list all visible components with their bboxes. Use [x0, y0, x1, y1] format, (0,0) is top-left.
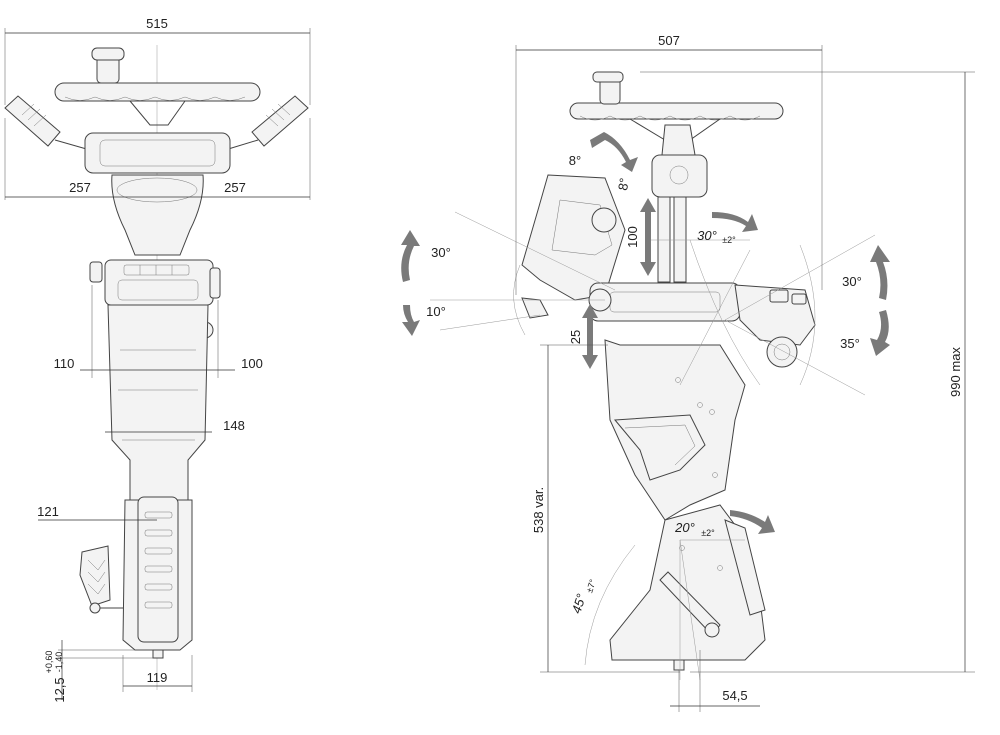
dim-side-overall-width: 507	[658, 33, 680, 48]
side-tilt-head	[521, 174, 626, 319]
dim-side-max-height: 990 max	[948, 347, 963, 397]
dim-front-left-offset: 110	[54, 356, 75, 371]
dim-front-base-tol-lower: -1,40	[54, 652, 64, 673]
dim-front-base-tol-upper: +0,60	[44, 651, 54, 674]
arrow-right-down	[870, 310, 890, 356]
side-base-foot	[673, 659, 685, 671]
angle-wheel: 30°	[697, 228, 717, 243]
angle-top-b: 8°	[615, 177, 632, 192]
dim-front-base-height: 12,5	[52, 677, 67, 702]
arrow-left-down	[402, 305, 420, 336]
front-column	[107, 304, 209, 501]
angle-right-down: 35°	[840, 336, 860, 351]
side-column	[604, 339, 746, 521]
arrow-top-rotate	[590, 132, 638, 172]
arrow-right-up	[870, 245, 890, 300]
front-dimensions: 515 257 257 110 100 148 121 119 12	[4, 16, 311, 703]
angle-top-a: 8°	[569, 153, 581, 168]
side-telescope-right	[673, 196, 687, 283]
angle-pedal-tol: ±7°	[584, 578, 598, 594]
side-view: 507 990 max 538 var. 100 25 54,5 8° 8° 3…	[401, 33, 975, 712]
angle-tilt-up: 30°	[431, 245, 451, 260]
angle-column-tol: ±2°	[701, 528, 715, 538]
dim-front-left-half: 257	[69, 180, 91, 195]
front-joystick-left	[4, 95, 91, 151]
arrow-column-tilt	[730, 510, 775, 534]
dim-front-overall-width: 515	[146, 16, 168, 31]
dim-front-right-offset: 100	[241, 356, 263, 371]
dim-side-column-height: 538 var.	[531, 487, 546, 533]
angle-wheel-tol: ±2°	[722, 235, 736, 245]
angle-pedal: 45°	[569, 592, 589, 615]
arrow-left-up	[401, 230, 420, 282]
side-dimensions: 507 990 max 538 var. 100 25 54,5 8° 8° 3…	[426, 33, 975, 712]
front-base-foot	[152, 649, 164, 659]
front-upper-control-box	[84, 132, 231, 174]
arrow-wheel-tilt	[712, 212, 758, 232]
front-pivot-housing	[111, 174, 204, 256]
front-pedal	[79, 545, 123, 614]
angle-column: 20°	[674, 520, 695, 535]
front-view: 515 257 257 110 100 148 121 119 12	[4, 16, 311, 703]
side-upper-joint	[661, 124, 696, 156]
dim-side-travel-upper: 100	[625, 226, 640, 248]
front-steering-wheel	[54, 47, 261, 126]
angle-tilt-down: 10°	[426, 304, 446, 319]
dim-front-column-width: 148	[223, 418, 245, 433]
dim-front-base-width: 119	[147, 670, 168, 685]
arrow-telescope-upper	[640, 198, 656, 276]
side-motion-arrows	[401, 132, 890, 534]
dim-side-base-offset: 54,5	[722, 688, 747, 703]
side-base	[609, 504, 766, 671]
side-telescope-left	[657, 196, 671, 283]
arrow-telescope-lower	[582, 304, 598, 369]
dim-front-right-half: 257	[224, 180, 246, 195]
angle-right-up: 30°	[842, 274, 862, 289]
side-hinge-block	[651, 154, 708, 198]
side-steering-wheel	[569, 71, 784, 141]
side-reference-lines	[430, 211, 876, 681]
dim-side-travel-lower: 25	[568, 330, 583, 344]
side-console	[588, 282, 816, 368]
side-pedal-lever	[659, 571, 721, 636]
dim-front-pedal-offset: 121	[37, 504, 59, 519]
front-joystick-right	[224, 95, 309, 151]
